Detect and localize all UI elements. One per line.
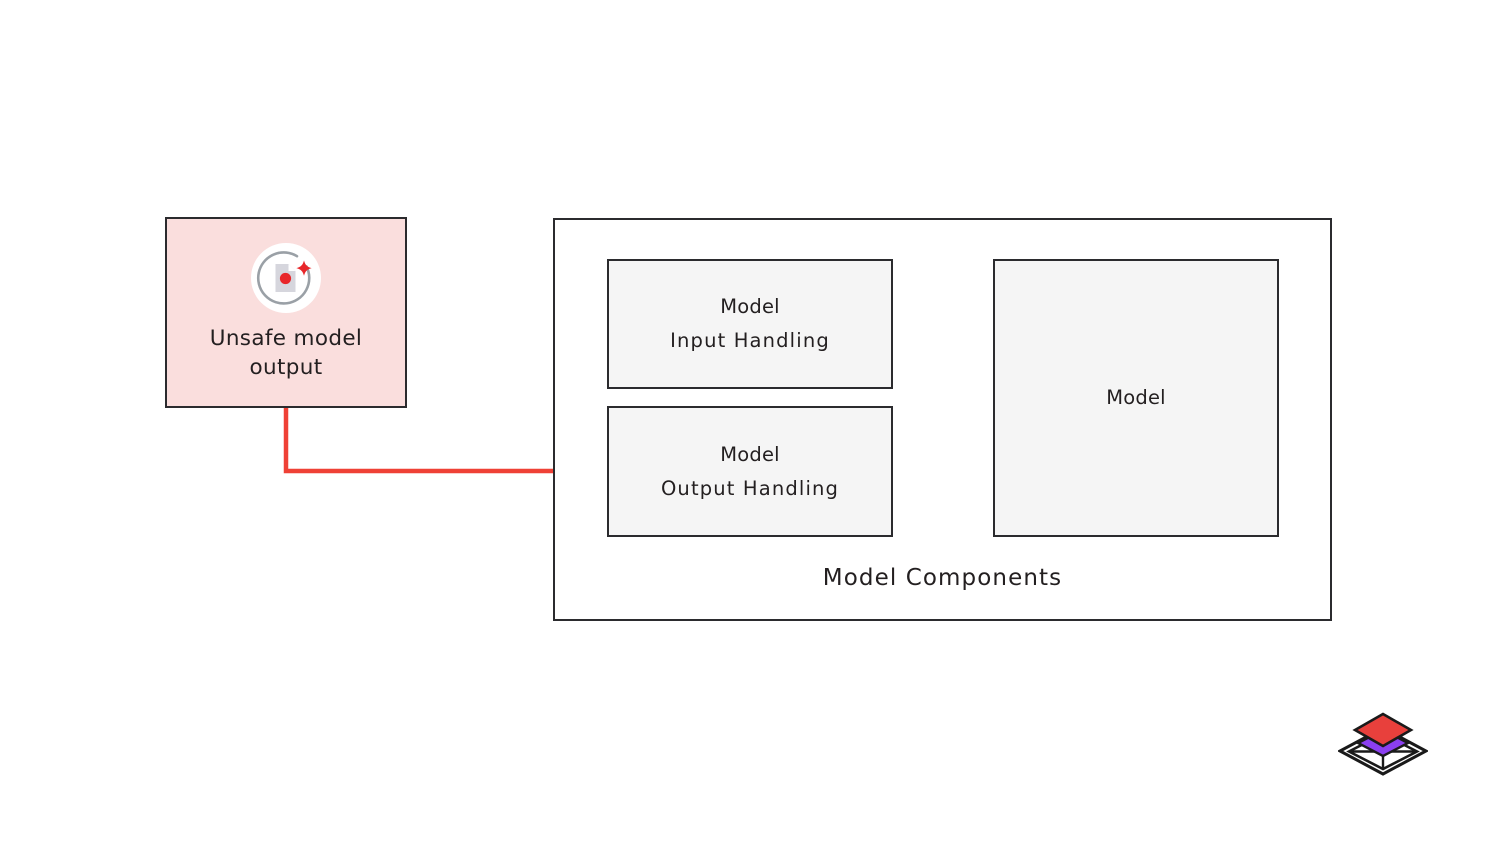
- unsafe-label-line2: output: [249, 355, 323, 380]
- output-handling-label-line1: Model: [720, 442, 780, 466]
- unsafe-label-line1: Unsafe model: [209, 326, 363, 351]
- node-unsafe-model-output[interactable]: Unsafe model output: [165, 217, 407, 408]
- model-components-caption: Model Components: [822, 565, 1063, 591]
- node-label-unsafe-model-output: Unsafe model output: [210, 324, 363, 382]
- input-handling-label-line2: Input Handling: [670, 329, 830, 352]
- model-label: Model: [1106, 386, 1166, 409]
- input-handling-label-line1: Model: [720, 295, 780, 318]
- output-handling-label-line2: Output Handling: [660, 476, 840, 500]
- node-model[interactable]: Model: [993, 259, 1279, 537]
- node-model-output-handling[interactable]: Model Output Handling: [607, 406, 893, 537]
- node-model-input-handling[interactable]: Model Input Handling: [607, 259, 893, 389]
- unsafe-model-output-icon: [250, 242, 322, 314]
- layered-diamond-logo: [1336, 706, 1430, 776]
